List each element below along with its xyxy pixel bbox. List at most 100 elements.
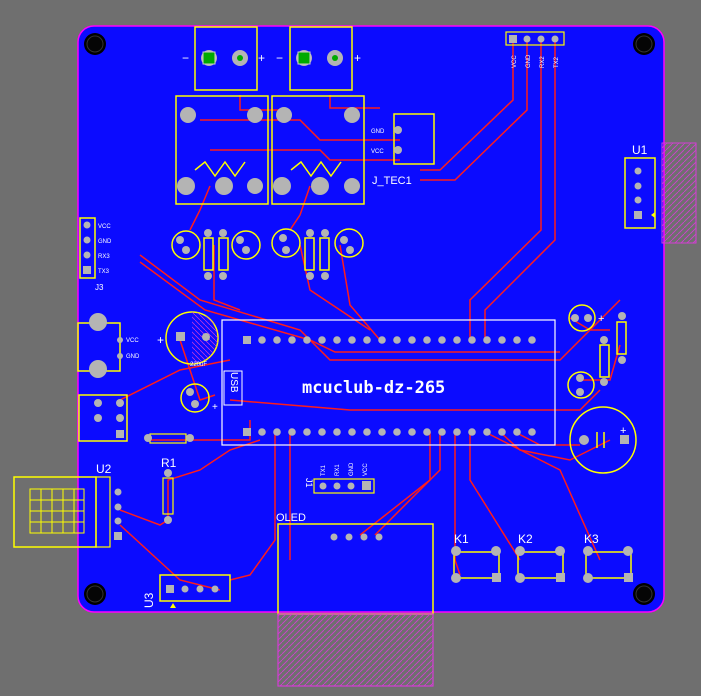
mcu-pin <box>483 336 491 344</box>
board-outline <box>77 25 665 613</box>
header-bottom: TX1 RX1 GND VCC J1 <box>304 462 375 494</box>
header-left-pin: RX3 <box>98 254 110 260</box>
header-bottom-pin: TX1 <box>321 464 327 476</box>
mcu-pin <box>378 428 386 436</box>
r1-label: R1 <box>161 456 177 470</box>
header-left-pin: TX3 <box>98 269 110 275</box>
mcu-pin <box>348 428 356 436</box>
mcu-pin <box>303 336 311 344</box>
capacitor-value: 220uF <box>190 362 207 368</box>
svg-text:+: + <box>212 402 218 413</box>
capacitor-c1: 220uF + <box>157 311 219 368</box>
button-k1: K1 <box>451 532 501 583</box>
tec-pin-label: VCC <box>371 149 384 155</box>
mcu-pin <box>423 336 431 344</box>
mcu-pin <box>288 428 296 436</box>
terminal-block-j2: −+ <box>182 26 265 91</box>
mcu-pin <box>363 336 371 344</box>
mcu-pin <box>333 428 341 436</box>
terminal-block-j1: −+ <box>276 26 361 91</box>
header-bottom-pin: GND <box>349 462 355 476</box>
mcu-pin <box>528 336 536 344</box>
mcu-pin <box>438 336 446 344</box>
mounting-holes <box>84 33 655 605</box>
relay-right <box>271 95 365 205</box>
right-components <box>567 304 637 474</box>
tec-pin-label: GND <box>371 129 385 135</box>
header-top-pin: RX2 <box>540 56 546 68</box>
mcu-pin <box>258 428 266 436</box>
u3-label: U3 <box>142 592 156 608</box>
header-bottom-pin: RX1 <box>335 464 341 476</box>
k1-label: K1 <box>454 532 469 546</box>
k2-label: K2 <box>518 532 533 546</box>
u1-component: U1 <box>624 142 697 244</box>
mcu-pin <box>303 428 311 436</box>
usb-label: USB <box>228 372 239 393</box>
power-input: VCC GND <box>77 313 140 378</box>
mcu-pin <box>408 336 416 344</box>
header-top-pin: TX2 <box>554 56 560 68</box>
mcu-pin <box>483 428 491 436</box>
mcu-pin <box>243 336 251 344</box>
k3-label: K3 <box>584 532 599 546</box>
svg-text:+: + <box>157 333 164 347</box>
header-bottom-pin: VCC <box>363 463 369 476</box>
u2-component: U2 <box>13 462 122 548</box>
j3-label: J3 <box>95 283 104 292</box>
mcu-pin <box>393 428 401 436</box>
mcu-pin <box>498 336 506 344</box>
power-pin-label: VCC <box>126 338 139 344</box>
u3-component: U3 <box>142 574 231 608</box>
mcu-pin <box>468 428 476 436</box>
capacitor-small: + <box>144 383 218 444</box>
mcu-pin <box>258 336 266 344</box>
mcu-pin <box>363 428 371 436</box>
header-left-pin: GND <box>98 239 112 245</box>
svg-text:+: + <box>620 425 626 437</box>
u2-label: U2 <box>96 462 112 476</box>
mcu-pin <box>273 428 281 436</box>
power-pin-label: GND <box>126 354 140 360</box>
mcu-pin <box>318 428 326 436</box>
j1-label: J1 <box>304 478 314 488</box>
mcu-pin <box>288 336 296 344</box>
mcu-pin <box>453 428 461 436</box>
svg-text:+: + <box>258 51 265 65</box>
mcu-pin <box>348 336 356 344</box>
resistor-r1: R1 <box>161 456 177 524</box>
mcu-pin <box>513 336 521 344</box>
oled-label: OLED <box>276 512 306 524</box>
mcu-pin <box>453 336 461 344</box>
header-top-pin: VCC <box>512 55 518 68</box>
mcu-pin <box>513 428 521 436</box>
button-k2: K2 <box>515 532 565 583</box>
svg-text:+: + <box>598 313 604 325</box>
driver-components <box>171 228 364 280</box>
oled-display: OLED <box>276 512 434 687</box>
mcu-pin <box>243 428 251 436</box>
mcu-pins-bottom <box>243 428 536 436</box>
header-top: VCC GND RX2 TX2 <box>505 31 565 68</box>
mcu-pin <box>438 428 446 436</box>
mcu-pins-top <box>243 336 536 344</box>
mcu-pin <box>498 428 506 436</box>
mcu-pin <box>408 428 416 436</box>
mcu-pin <box>423 428 431 436</box>
svg-text:−: − <box>182 51 189 65</box>
mcu-pin <box>273 336 281 344</box>
button-k3: K3 <box>583 532 633 583</box>
header-left-pin: VCC <box>98 224 111 230</box>
svg-text:+: + <box>354 51 361 65</box>
mcu-pin <box>378 336 386 344</box>
tec-connector: GND VCC J_TEC1 <box>371 113 435 187</box>
header-top-pin: GND <box>526 54 532 68</box>
mcu-pin <box>318 336 326 344</box>
relay-left <box>175 95 269 205</box>
mcu-pin <box>333 336 341 344</box>
mcu-pin <box>528 428 536 436</box>
mcu-pin <box>468 336 476 344</box>
u1-label: U1 <box>632 143 648 157</box>
tec-label: J_TEC1 <box>372 175 412 187</box>
